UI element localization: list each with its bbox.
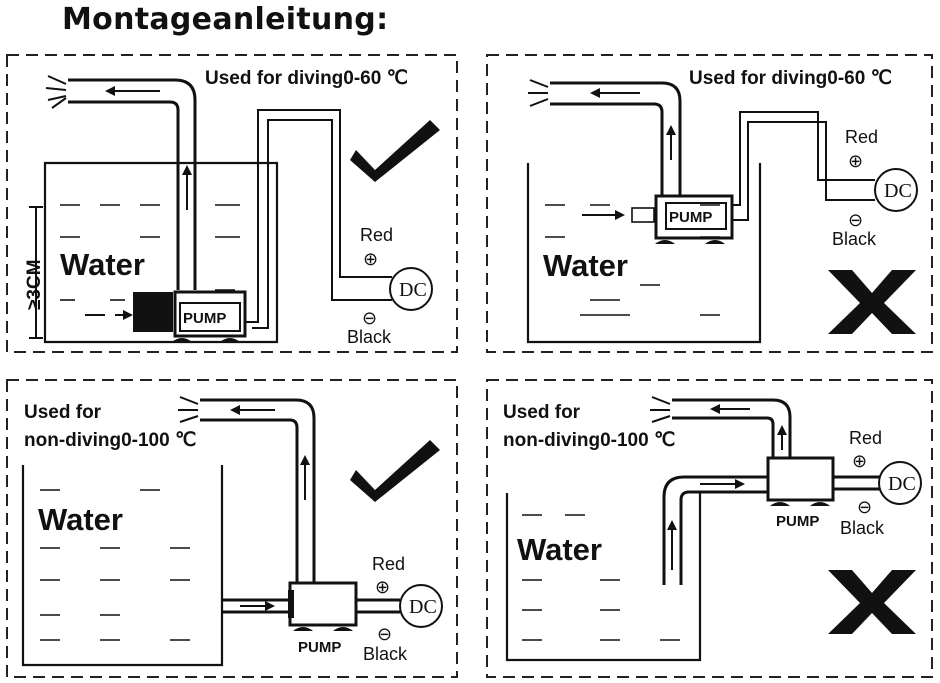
pump-label: PUMP	[776, 513, 819, 530]
panel-caption-line2: non-diving0-100 ℃	[503, 430, 675, 451]
outlet-pipe-outer	[68, 78, 197, 290]
panel-frame	[486, 54, 933, 353]
panel-caption-line1: Used for	[503, 402, 581, 423]
red-label: Red	[360, 225, 393, 245]
panel-frame	[6, 379, 458, 678]
pump-intake-grid	[133, 292, 173, 332]
minus-terminal-icon: ⊖	[362, 308, 377, 328]
cross-icon	[828, 270, 916, 334]
pump-body	[766, 456, 835, 502]
red-label: Red	[845, 127, 878, 147]
spray-icon	[45, 75, 67, 109]
outlet-pipe-outer	[550, 81, 682, 195]
black-label: Black	[363, 644, 408, 664]
plus-terminal-icon: ⊕	[363, 249, 378, 269]
dc-power-supply	[878, 461, 922, 505]
dc-label: DC	[399, 279, 427, 301]
spray-icon	[650, 396, 671, 423]
check-icon	[350, 440, 440, 502]
red-label: Red	[372, 554, 405, 574]
outlet-pipe-inner	[672, 416, 775, 458]
water-tank	[526, 163, 762, 344]
black-label: Black	[832, 229, 877, 249]
water-tank	[43, 161, 279, 344]
dc-label: DC	[888, 473, 916, 495]
inlet-pipe-inner	[679, 490, 768, 585]
outlet-pipe-outer	[200, 398, 316, 582]
power-cable	[833, 475, 880, 491]
plus-terminal-icon: ⊕	[375, 577, 390, 597]
panel-non-diving-correct: Used for non-diving0-100 ℃ Water PUMP DC…	[6, 379, 458, 678]
page-title: Montageanleitung:	[62, 2, 389, 37]
panel-caption: Used for diving0-60 ℃	[689, 68, 892, 89]
water-label: Water	[38, 502, 123, 537]
cross-icon	[828, 570, 916, 634]
panel-non-diving-wrong: Used for non-diving0-100 ℃ Water PUMP DC…	[486, 379, 933, 678]
panel-caption: Used for diving0-60 ℃	[205, 68, 408, 89]
outlet-pipe-inner	[200, 418, 299, 582]
pump-body	[288, 581, 358, 627]
panel-diving-correct: Used for diving0-60 ℃ Water ≥3CM PUMP	[6, 54, 458, 353]
outlet-pipe-inner	[68, 100, 180, 290]
water-surface-lines	[40, 489, 190, 641]
water-label: Water	[543, 248, 628, 283]
dc-label: DC	[884, 180, 912, 202]
pump-label: PUMP	[298, 639, 341, 656]
pump-body	[173, 290, 247, 338]
panel-diving-wrong: Used for diving0-60 ℃ Water PUMP DC Red …	[486, 54, 933, 353]
panel-caption-line1: Used for	[24, 402, 102, 423]
dc-power-supply	[399, 584, 443, 628]
outlet-pipe-inner	[550, 102, 664, 195]
water-surface-lines	[522, 514, 680, 641]
water-tank	[21, 465, 224, 667]
panel-frame	[6, 54, 458, 353]
water-tank	[505, 493, 702, 662]
pump-body	[654, 194, 734, 240]
power-cable	[356, 598, 400, 614]
water-label: Water	[60, 247, 145, 282]
outlet-pipe-outer	[672, 398, 792, 458]
dc-power-supply	[389, 267, 433, 311]
water-surface-lines	[60, 204, 240, 301]
minus-terminal-icon: ⊖	[848, 210, 863, 230]
depth-label: ≥3CM	[24, 259, 45, 310]
check-icon	[350, 120, 440, 182]
water-label: Water	[517, 532, 602, 567]
black-label: Black	[840, 518, 885, 538]
dc-label: DC	[409, 596, 437, 618]
spray-icon	[178, 396, 199, 423]
pump-label: PUMP	[669, 209, 712, 226]
minus-terminal-icon: ⊖	[377, 624, 392, 644]
panel-frame	[486, 379, 933, 678]
inlet-pipe	[222, 598, 290, 614]
panel-caption-line2: non-diving0-100 ℃	[24, 430, 196, 451]
power-cable	[732, 111, 875, 206]
black-label: Black	[347, 327, 392, 347]
power-cable	[245, 109, 392, 323]
red-label: Red	[849, 428, 882, 448]
plus-terminal-icon: ⊕	[848, 151, 863, 171]
plus-terminal-icon: ⊕	[852, 451, 867, 471]
pump-label: PUMP	[183, 310, 226, 327]
inlet-pipe-outer	[662, 475, 768, 585]
pump-intake-nozzle	[631, 207, 655, 223]
dc-power-supply	[874, 168, 918, 212]
spray-icon	[528, 79, 549, 107]
minus-terminal-icon: ⊖	[857, 497, 872, 517]
